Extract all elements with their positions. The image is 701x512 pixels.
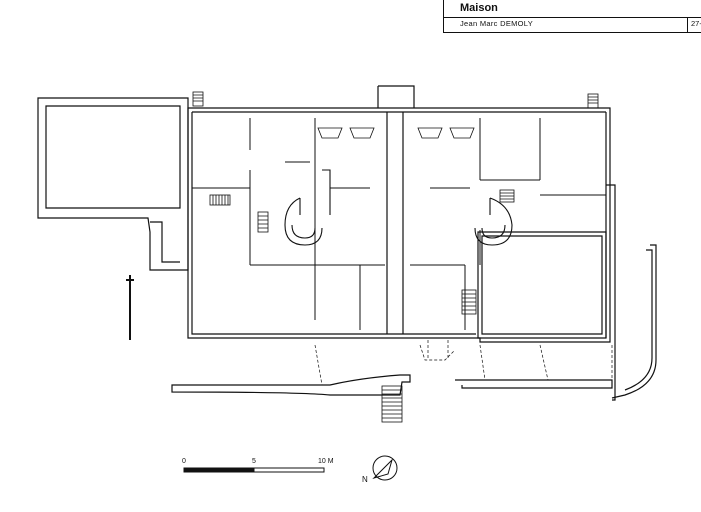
east-curved-wall	[611, 244, 657, 399]
partitions	[192, 118, 606, 330]
partition-west-south	[330, 264, 385, 330]
main-building-wall	[187, 107, 611, 343]
west-annex-wall	[37, 97, 189, 271]
east-gallery-wall	[606, 184, 616, 401]
east-stair-tower-inner	[481, 224, 506, 239]
partition-west	[249, 118, 330, 266]
title-row: Maison	[444, 0, 701, 18]
east-inner-stair	[461, 289, 477, 315]
north-arrow-icon	[372, 455, 398, 481]
fireplace-4	[449, 127, 475, 139]
scale-bar	[183, 467, 325, 473]
north-porch	[377, 85, 415, 108]
author-name: Jean Marc DEMOLY	[460, 19, 534, 28]
west-stair-tower-inner	[291, 224, 316, 239]
central-spine-wall	[386, 112, 404, 334]
south-east-wall	[455, 379, 613, 389]
title-block: Maison Jean Marc DEMOLY 27-	[443, 0, 701, 33]
outer-walls	[37, 85, 657, 401]
fireplace-1	[317, 127, 343, 139]
dashed-outlines	[314, 340, 613, 386]
east-room-inner-wall	[481, 235, 603, 335]
partition-west-rooms	[285, 118, 316, 320]
west-stair	[209, 194, 231, 206]
fireplace-3	[417, 127, 443, 139]
west-wall-inner	[191, 112, 476, 335]
stair-towers	[284, 169, 513, 246]
west-annex-step	[150, 221, 180, 263]
stairs	[192, 91, 599, 423]
title-block-divider	[687, 17, 688, 32]
partition-east	[480, 118, 606, 196]
scale-label-10: 10 M	[318, 458, 334, 465]
south-stair	[381, 385, 403, 423]
west-stair-tower	[284, 169, 331, 246]
ne-steps	[587, 93, 599, 109]
west-annex-inner-wall	[45, 105, 181, 209]
dashed-terrace	[314, 344, 456, 386]
drawing-title: Maison	[460, 2, 498, 14]
scale-label-5: 5	[252, 458, 256, 465]
dashed-east	[479, 344, 613, 381]
nw-steps	[192, 91, 204, 107]
fireplaces	[317, 127, 475, 139]
north-label: N	[362, 475, 368, 484]
east-stair	[499, 189, 515, 203]
east-curved-wall-inner	[624, 249, 653, 391]
fireplace-2	[349, 127, 375, 139]
partition-east-hall	[410, 187, 470, 330]
scale-label-0: 0	[182, 458, 186, 465]
west-garden-wall	[126, 275, 134, 340]
east-stair-tower	[474, 197, 513, 246]
dashed-porch	[427, 340, 449, 360]
sheet-number: 27-	[691, 19, 701, 28]
south-terrace-wall	[171, 374, 411, 396]
east-room-wall	[477, 231, 607, 339]
stair-hall-west	[257, 211, 269, 233]
